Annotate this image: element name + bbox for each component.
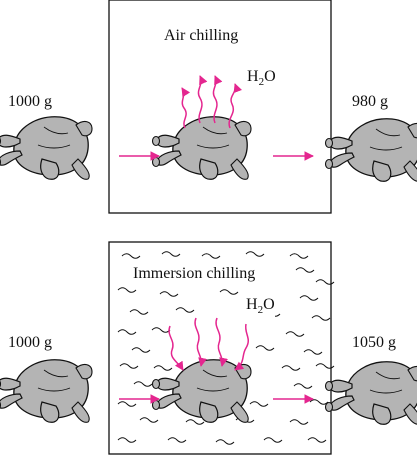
water-wave-icon [264,438,282,443]
water-wave-icon [286,332,304,337]
water-wave-icon [162,252,180,257]
water-wave-icon [308,438,326,443]
water-out-arrow-icon [198,76,202,123]
water-in-arrow-icon [169,326,183,370]
water-wave-icon [122,254,140,259]
water-wave-icon [130,310,148,315]
water-wave-icon [304,350,322,355]
chicken-carcass-icon [153,117,252,180]
immersion-output-mass: 1050 g [352,334,396,352]
water-in-arrow-icon [195,318,201,366]
water-wave-icon [140,418,158,423]
water-wave-icon [168,438,186,443]
water-in-arrow-icon [216,318,222,366]
chicken-carcass-icon [0,117,92,180]
water-wave-icon [300,296,318,301]
water-wave-icon [220,290,238,295]
water-wave-icon [186,420,204,425]
water-wave-icon [152,328,170,333]
water-in-arrow-icon [235,324,248,370]
chicken-carcass-icon [0,360,92,423]
water-wave-icon [290,420,308,425]
water-wave-icon [118,402,136,407]
water-wave-icon [118,330,136,335]
water-wave-icon [246,252,264,257]
air-water-label: H2O [247,68,276,91]
water-wave-icon [176,308,194,313]
water-wave-icon [310,400,328,405]
water-wave-icon [120,364,138,369]
water-wave-icon [216,440,234,445]
water-wave-icon [312,316,330,321]
water-wave-icon [118,438,136,443]
water-wave-icon [132,348,150,353]
immersion-input-mass: 1000 g [8,334,52,352]
air-output-mass: 980 g [352,93,388,111]
water-wave-icon [296,268,314,273]
water-wave-icon [290,254,308,259]
water-wave-icon [294,384,312,389]
water-wave-icon [250,402,268,407]
air-chilling-title: Air chilling [164,27,238,45]
chicken-carcass-icon [326,362,417,425]
water-wave-icon [154,366,172,371]
water-wave-icon [160,292,178,297]
water-out-arrow-icon [182,88,186,128]
water-wave-icon [282,366,300,371]
water-wave-icon [256,346,274,351]
chicken-carcass-icon [326,119,417,182]
immersion-water-label: H2O [246,296,275,319]
water-out-arrow-icon [213,76,217,123]
immersion-chilling-title: Immersion chilling [132,265,256,283]
water-wave-icon [118,288,136,293]
water-wave-icon [202,254,220,259]
air-input-mass: 1000 g [8,93,52,111]
water-wave-icon [134,382,152,387]
